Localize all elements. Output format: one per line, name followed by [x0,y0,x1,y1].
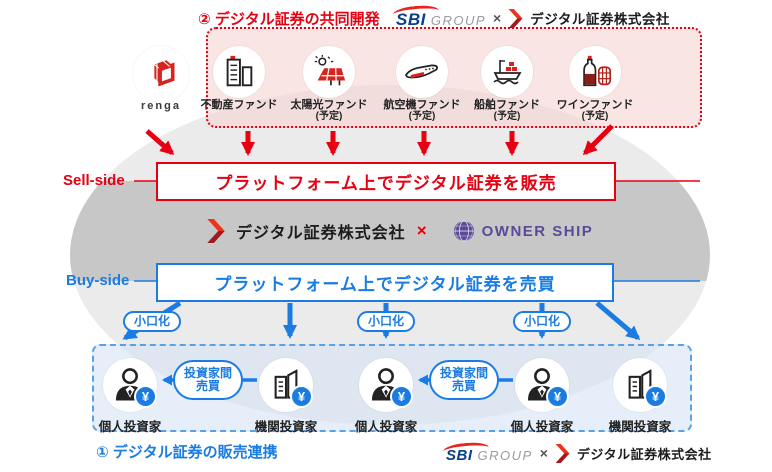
fractionalize-pill: 小口化 [357,311,415,332]
fund-solar [303,46,355,98]
fund-label: 船舶ファンド(予定) [474,99,540,122]
fund-label: 不動産ファンド [200,99,278,111]
fund-realestate [213,46,265,98]
investor-individual: ¥ [515,358,569,412]
yen-badge: ¥ [290,385,313,408]
group-wordmark: GROUP [430,13,487,28]
fractionalize-pill: 小口化 [513,311,571,332]
times-symbol: × [416,221,427,240]
section2-title: ② デジタル証券の共同開発 [198,11,380,28]
middle-partner-logos: デジタル証券株式会社 × OWNER SHIP [207,216,593,246]
yen-badge: ¥ [644,385,667,408]
investor-institutional: ¥ [259,358,313,412]
yen-badge: ¥ [134,385,157,408]
buy-side-label: Buy-side [66,272,130,289]
fund-aircraft [396,46,448,98]
building-icon [226,55,253,87]
renga-cube-icon [152,58,175,87]
footer-partner-logos: SBI GROUP × デジタル証券株式会社 [442,440,712,466]
digital-shoken-wordmark: デジタル証券株式会社 [530,12,670,27]
digital-shoken-logo-icon [555,443,570,463]
investor-label: 個人投資家 [354,420,418,434]
solar-panel-icon [314,54,346,86]
ownership-logo: OWNER SHIP [452,219,594,243]
sbi-wordmark: SBI [446,446,473,464]
globe-icon [453,220,474,242]
times-symbol: × [493,10,502,26]
wine-icon [583,55,612,87]
digital-shoken-logo-icon [207,219,225,243]
yen-badge: ¥ [546,385,569,408]
sbi-group-logo: SBI GROUP [442,440,533,464]
yen-badge: ¥ [390,385,413,408]
ownership-wordmark: OWNER SHIP [481,222,594,240]
times-symbol: × [539,445,548,461]
sbi-wordmark: SBI [396,10,426,29]
investor-trade-pill: 投資家間売買 [173,360,243,400]
renga-logo [133,46,189,102]
renga-label: renga [141,100,181,112]
investor-institutional: ¥ [613,358,667,412]
investor-individual: ¥ [359,358,413,412]
buy-platform-box: プラットフォーム上でデジタル証券を売買 [156,263,614,302]
investor-trade-pill: 投資家間売買 [429,360,499,400]
top-partner-logos: SBI GROUP × デジタル証券株式会社 [392,4,670,31]
investor-label: 個人投資家 [510,420,574,434]
investor-label: 個人投資家 [98,420,162,434]
fractionalize-pill: 小口化 [123,311,181,332]
sbi-group-logo: SBI GROUP [392,4,487,30]
group-wordmark: GROUP [477,447,533,463]
investor-individual: ¥ [103,358,157,412]
airplane-icon [405,64,438,79]
section1-title: ① デジタル証券の販売連携 [96,444,278,461]
fund-label: ワインファンド(予定) [556,99,634,122]
investor-label: 機関投資家 [254,420,318,434]
fund-label: 航空機ファンド(予定) [383,99,461,122]
sell-side-label: Sell-side [63,172,125,189]
ship-icon [493,60,522,85]
digital-shoken-wordmark: デジタル証券株式会社 [576,446,712,462]
digital-shoken-logo-icon [508,8,523,28]
sell-platform-box: プラットフォーム上でデジタル証券を販売 [156,162,616,201]
investor-label: 機関投資家 [608,420,672,434]
fund-label: 太陽光ファンド(予定) [290,99,368,122]
fund-wine [569,46,621,98]
fund-ship [481,46,533,98]
digital-shoken-wordmark: デジタル証券株式会社 [236,225,406,242]
